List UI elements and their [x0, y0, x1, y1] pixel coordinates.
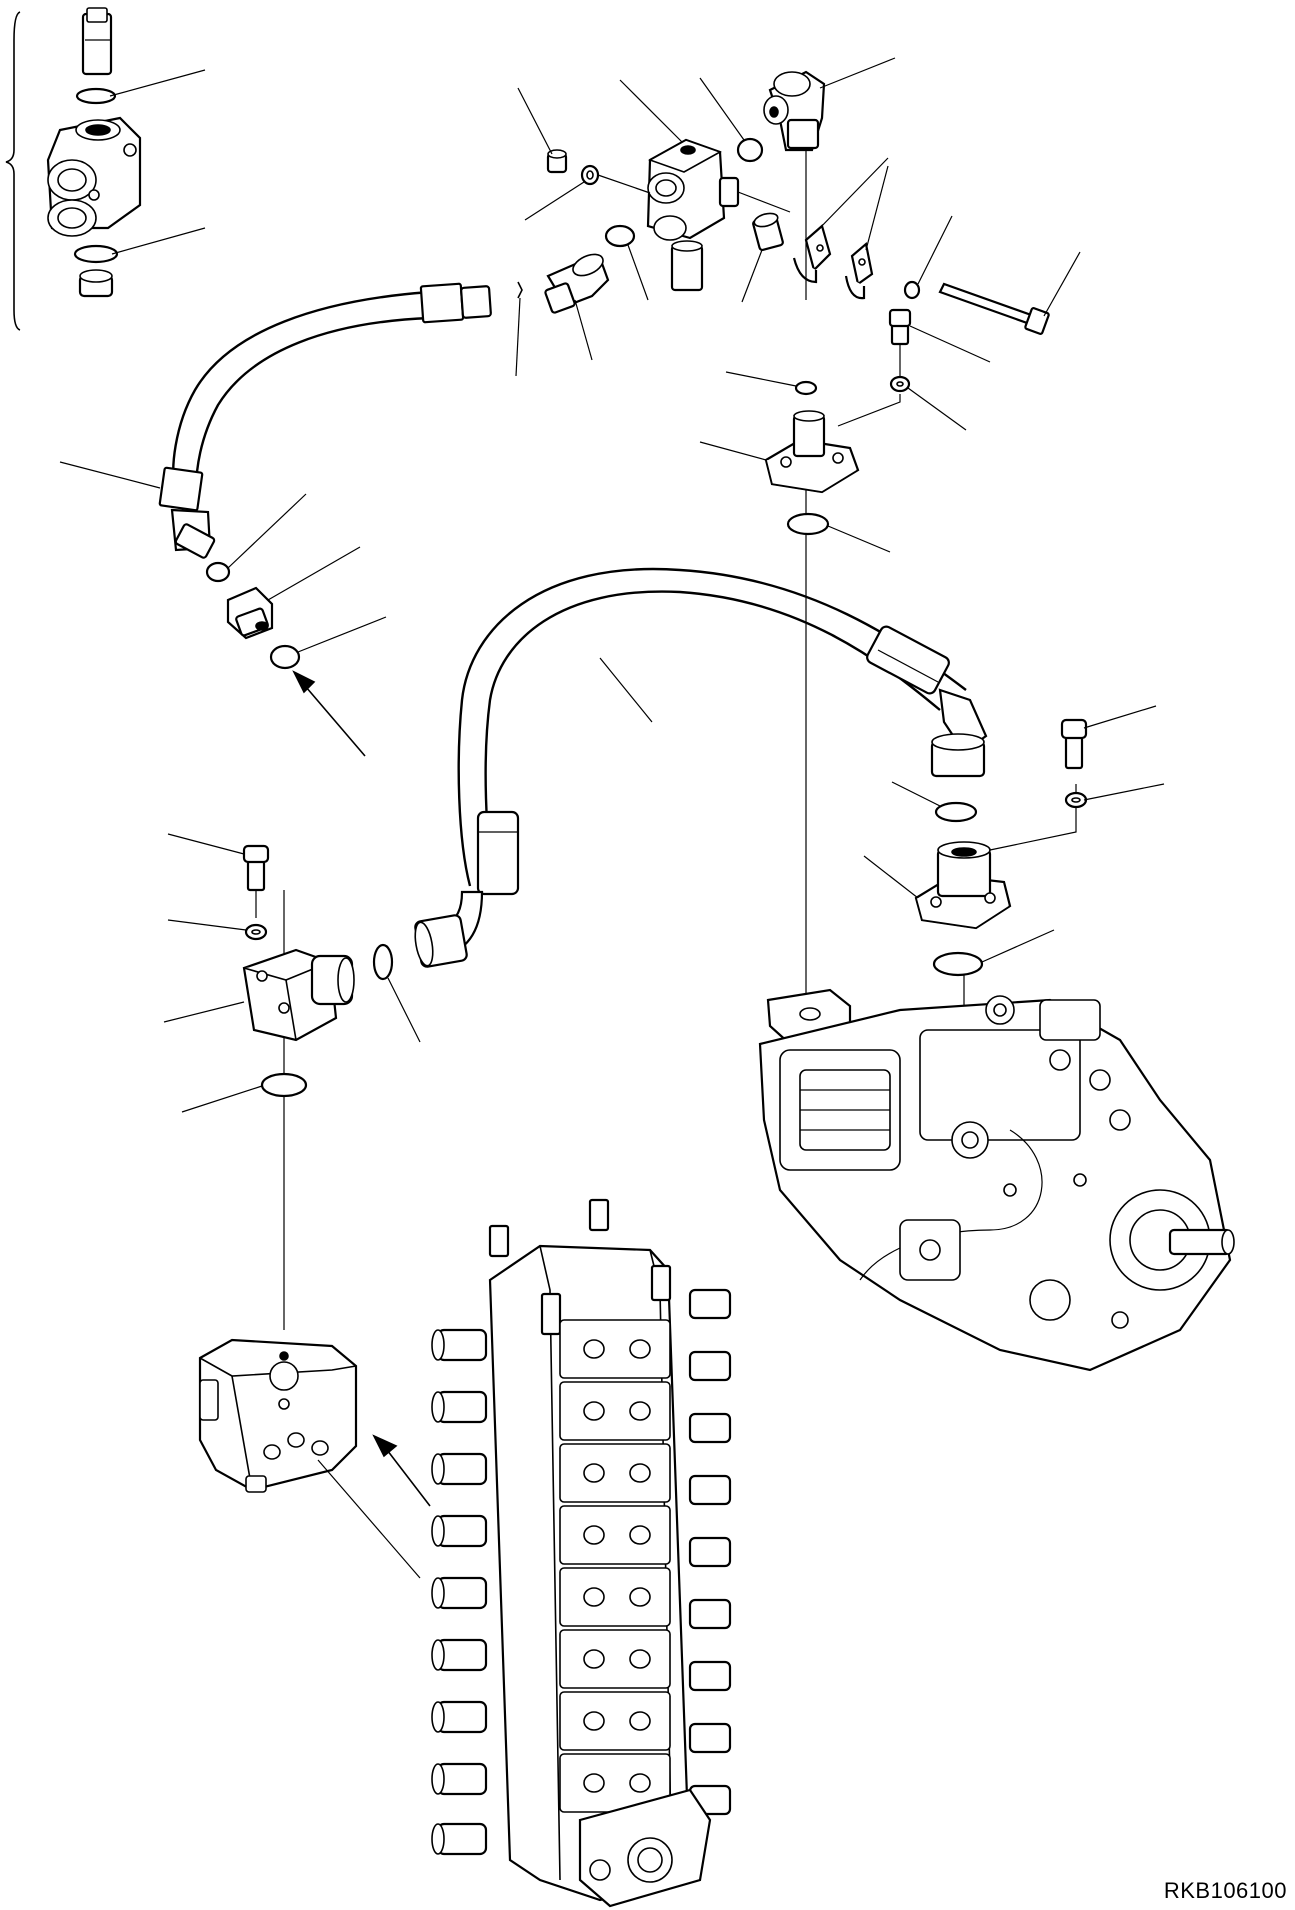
nut-upper [517, 87, 568, 174]
bolt-left [167, 833, 270, 892]
split-flange-right [863, 841, 1012, 930]
bolt-long [938, 251, 1081, 335]
washer-right [903, 215, 953, 300]
split-flange-center [699, 410, 860, 494]
elbow-fitting-top [763, 57, 896, 152]
washer-small-center [889, 375, 967, 431]
spacer-sleeve [741, 212, 784, 303]
o-ring-left-side [372, 943, 421, 1043]
small-o-ring-upper [515, 281, 523, 377]
figure-code-label: RKB106100 [1163, 1878, 1287, 1903]
manifold-block [198, 1338, 431, 1579]
valve-block-center [597, 79, 791, 292]
o-ring-flange-top [725, 371, 818, 396]
group-bracket [5, 11, 21, 331]
o-ring-center-small [699, 77, 764, 163]
adapter-fitting-left [226, 546, 361, 640]
hydraulic-pump [758, 988, 1235, 1372]
washer-right-lower [1064, 783, 1165, 809]
control-valve [431, 1198, 732, 1908]
o-ring-upper-mid [604, 224, 649, 301]
o-ring-small-left [205, 493, 307, 583]
washer-left [167, 919, 268, 941]
bolt-small-center [888, 308, 991, 363]
bolt-right [1060, 705, 1157, 770]
main-hose [414, 567, 988, 968]
elbow-flange-left [163, 948, 355, 1042]
o-ring-flange-bottom [786, 512, 891, 553]
o-ring-left-bottom [181, 1072, 308, 1113]
spool-caps-right [688, 1288, 732, 1816]
spool-caps-left [431, 1328, 488, 1856]
relief-valve-assembly [46, 7, 206, 298]
upper-hose [59, 282, 492, 559]
clamp-right [844, 165, 889, 300]
o-ring-arrow [269, 616, 387, 757]
valve-sections [559, 1319, 671, 1813]
elbow-fitting-upper [544, 253, 610, 361]
washer-upper [524, 164, 600, 221]
clamp-left [792, 157, 889, 284]
o-ring-right-upper [891, 781, 978, 823]
o-ring-right-lower [932, 929, 1055, 977]
